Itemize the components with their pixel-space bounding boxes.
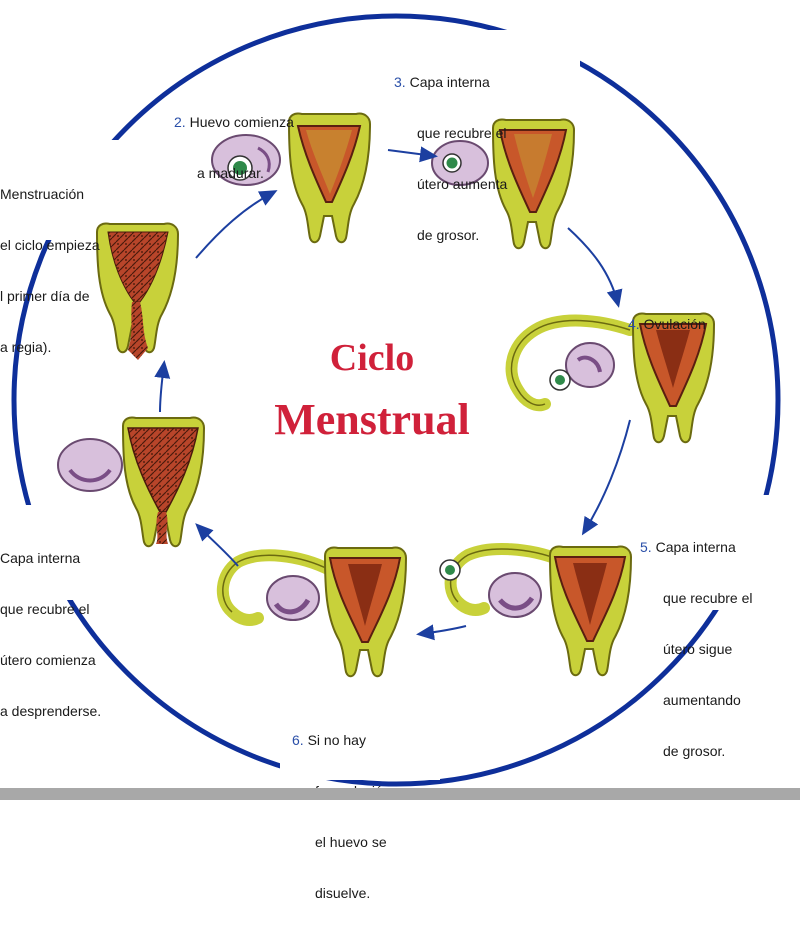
step-6-number: 6. — [292, 732, 304, 748]
step-5-line: de grosor. — [663, 743, 726, 759]
arrow-6-to-7 — [195, 523, 239, 567]
step-3-line: de grosor. — [417, 227, 480, 243]
step-7-line: que recubre el — [0, 601, 90, 617]
step-2-label: 2. Huevo comienza a madurar. — [174, 80, 294, 216]
step-7-label: Capa interna que recubre el útero comien… — [0, 516, 101, 754]
step-6-label: 6. Si no hay fecundación el huevo se dis… — [292, 698, 391, 936]
arrow-3-to-4 — [567, 227, 623, 308]
step-2-number: 2. — [174, 114, 186, 130]
arrow-5-to-6 — [416, 624, 467, 641]
title-line-2: Menstrual — [274, 395, 470, 444]
step-3-label: 3. Capa interna que recubre el útero aum… — [394, 40, 507, 278]
step-4-number: 4. — [628, 316, 640, 332]
step-6-line: Si no hay — [307, 732, 366, 748]
step-5-line: que recubre el — [663, 590, 753, 606]
stage-3-ovary — [431, 140, 489, 186]
title-line-1: Ciclo — [329, 337, 415, 379]
stage-6-tube — [216, 549, 336, 626]
step-6-line: el huevo se — [315, 834, 387, 850]
step-3-line: que recubre el — [417, 125, 507, 141]
step-3-number: 3. — [394, 74, 406, 90]
step-1-line: Menstruación — [0, 186, 85, 202]
step-1-label: Menstruación el ciclo empieza l primer d… — [0, 152, 100, 390]
step-3-line: Capa interna — [409, 74, 490, 90]
step-1-line: l primer día de — [0, 288, 90, 304]
step-2-line: Huevo comienza — [189, 114, 294, 130]
stage-3-uterus — [492, 118, 575, 250]
step-2-line: a madurar. — [197, 165, 264, 181]
cycle-arrows — [154, 146, 631, 641]
arrow-7-to-1 — [154, 360, 171, 413]
step-5-line: útero sigue — [663, 641, 733, 657]
stage-6-uterus — [324, 546, 407, 678]
step-3-line: útero aumenta — [417, 176, 508, 192]
stage-2-uterus — [288, 112, 371, 244]
stage-5-tube — [439, 542, 566, 618]
step-7-line: útero comienza — [0, 652, 96, 668]
stage-1-uterus — [96, 222, 179, 360]
stage-4-tube — [505, 314, 636, 412]
bottom-border — [0, 788, 800, 800]
menstrual-cycle-diagram: Ciclo Menstrual Menstruación el ciclo em… — [0, 13, 800, 901]
step-7-line: a desprenderse. — [0, 703, 102, 719]
step-4-line: Ovulación — [643, 316, 706, 332]
step-5-line: aumentando — [663, 692, 741, 708]
arrow-1-to-2 — [195, 190, 278, 259]
arrow-2-to-3 — [387, 146, 438, 163]
cycle-ring — [11, 13, 781, 787]
stage-2-ovary — [211, 134, 281, 186]
stage-4-uterus — [632, 312, 715, 444]
stage-5-uterus — [549, 545, 632, 677]
step-1-line: el ciclo empieza — [0, 237, 100, 253]
cycle-illustration — [11, 13, 781, 787]
step-4-label: 4. Ovulación — [628, 282, 706, 367]
arrow-4-to-5 — [581, 419, 631, 536]
stage-7-ovary — [57, 438, 123, 492]
step-7-line: Capa interna — [0, 550, 81, 566]
step-5-label: 5. Capa interna que recubre el útero sig… — [640, 505, 753, 794]
step-5-line: Capa interna — [655, 539, 736, 555]
step-6-line: disuelve. — [315, 885, 371, 901]
step-1-line: a regia). — [0, 339, 52, 355]
step-5-number: 5. — [640, 539, 652, 555]
stage-7-uterus — [122, 416, 205, 548]
